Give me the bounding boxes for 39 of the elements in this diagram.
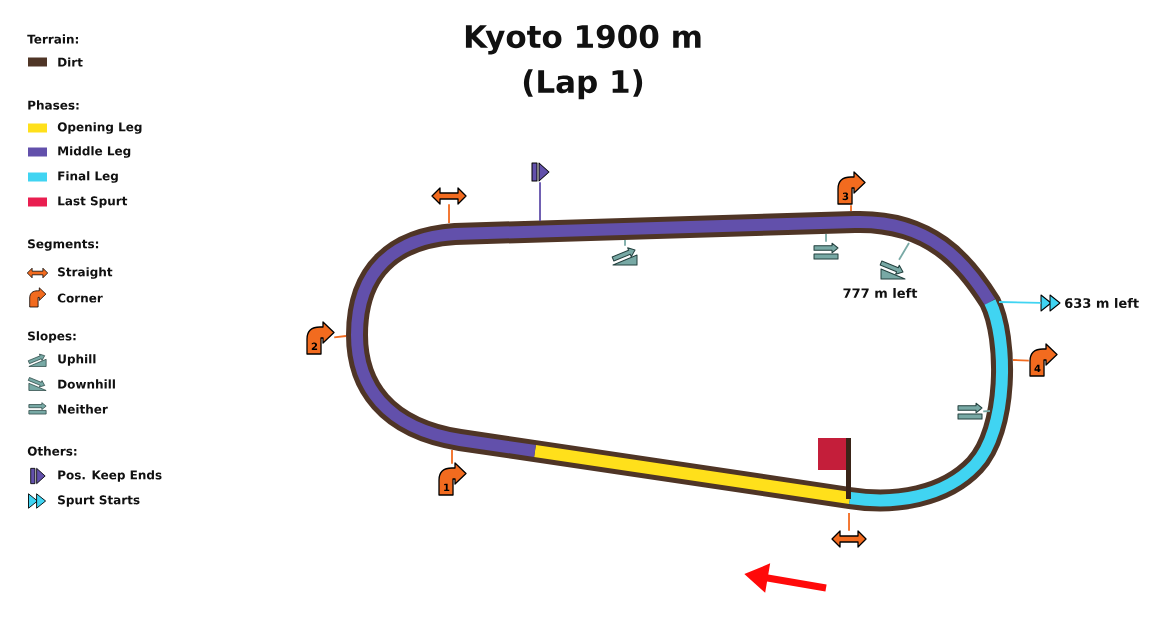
uphill-slope-icon xyxy=(611,247,638,266)
flat-arrows-icon xyxy=(813,242,839,260)
legend-label: Final Leg xyxy=(58,171,118,183)
leader-line xyxy=(825,233,827,243)
legend-label: Neither xyxy=(58,404,108,414)
leader-line xyxy=(448,203,450,224)
double-arrow-icon xyxy=(431,187,467,205)
leader-line xyxy=(1012,359,1030,362)
leader-line xyxy=(848,512,850,532)
leader-line xyxy=(539,181,541,222)
legend-heading: Slopes: xyxy=(28,331,76,343)
legend-label: Last Spurt xyxy=(58,196,128,208)
leader-line xyxy=(451,449,453,465)
legend-label: Uphill xyxy=(58,354,96,366)
flat-arrows-icon xyxy=(957,402,983,420)
legend-label: Corner xyxy=(57,293,103,303)
leader-line xyxy=(850,204,852,212)
legend-label: Spurt Starts xyxy=(58,495,140,507)
bar-triangle-icon xyxy=(531,162,550,182)
legend-label: Dirt xyxy=(58,57,83,67)
fast-forward-icon xyxy=(1040,294,1061,312)
legend-label: Middle Leg xyxy=(58,146,131,158)
double-arrow-icon xyxy=(831,530,867,548)
leader-line xyxy=(982,410,991,413)
legend-label: Pos. Keep Ends xyxy=(58,470,162,482)
title: Kyoto 1900 m (Lap 1) xyxy=(465,24,701,100)
legend-heading: Phases: xyxy=(28,100,79,110)
leader-line xyxy=(624,239,626,247)
leader-line xyxy=(898,242,910,261)
distance-label: 633 m left xyxy=(1065,297,1139,309)
legend-heading: Others: xyxy=(27,446,77,456)
legend-heading: Segments: xyxy=(28,239,99,251)
legend-label: Straight xyxy=(58,267,113,279)
legend-label: Opening Leg xyxy=(57,122,142,134)
distance-label: 777 m left xyxy=(843,287,918,299)
downhill-slope-icon xyxy=(879,260,906,280)
legend-heading: Terrain: xyxy=(27,34,78,44)
leader-line xyxy=(333,335,347,339)
legend-label: Downhill xyxy=(58,379,115,389)
